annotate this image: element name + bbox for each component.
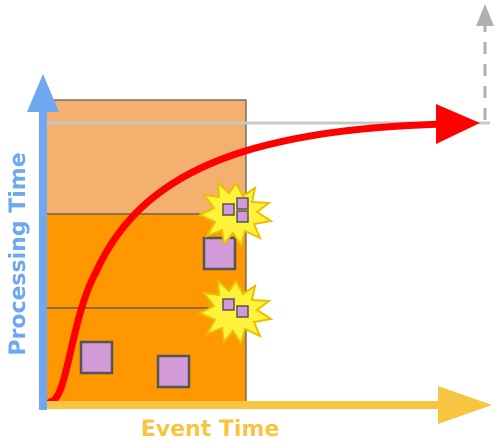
event-time-axis xyxy=(40,386,492,424)
watermark-curve-arrow xyxy=(46,104,480,406)
data-element-square-icon xyxy=(202,236,237,271)
explosion-burst-icon xyxy=(197,180,274,248)
window-pane-top xyxy=(45,99,247,215)
y-axis-label: Processing Time xyxy=(6,152,31,355)
processing-time-axis xyxy=(27,74,59,410)
data-element-square-icon xyxy=(156,354,191,389)
dashed-up-arrow xyxy=(476,4,494,120)
explosion-burst-icon xyxy=(197,278,274,346)
x-axis-label: Event Time xyxy=(141,417,280,442)
data-element-square-icon xyxy=(79,340,114,375)
